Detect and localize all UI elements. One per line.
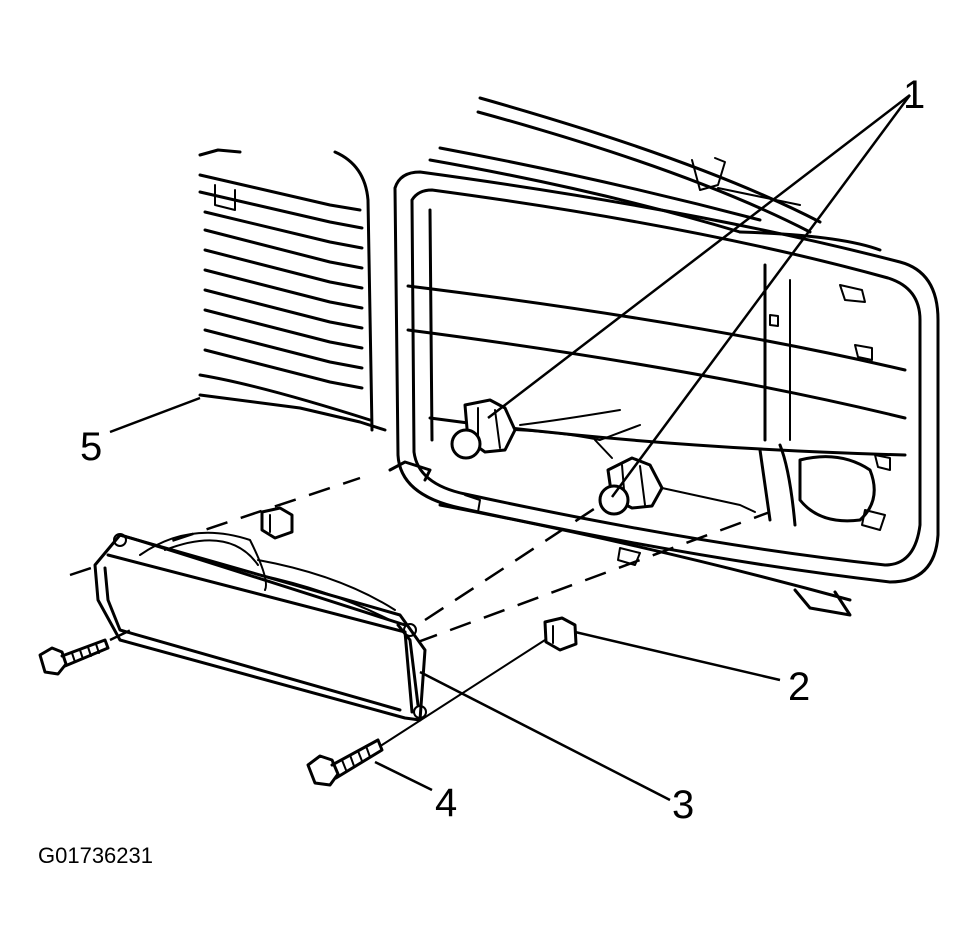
- callout-5: 5: [80, 425, 102, 469]
- callout-4: 4: [435, 781, 457, 825]
- screw: [306, 639, 546, 787]
- bulb-socket-upper: [450, 398, 641, 460]
- callout-3: 3: [672, 783, 694, 827]
- callout-2: 2: [788, 665, 810, 709]
- bulb-socket-lower: [594, 439, 756, 516]
- upper-body-panel: [428, 96, 882, 252]
- lamp-opening-frame: [388, 170, 940, 617]
- lamp-assembly: [93, 531, 427, 722]
- leader-lines: [109, 94, 912, 802]
- screw-left: [38, 626, 136, 676]
- grille-left: [198, 148, 387, 432]
- figure-id: G01736231: [38, 843, 153, 868]
- callout-1: 1: [903, 73, 925, 117]
- clip-nut-upper: [260, 506, 294, 540]
- clip-nut: [543, 616, 578, 652]
